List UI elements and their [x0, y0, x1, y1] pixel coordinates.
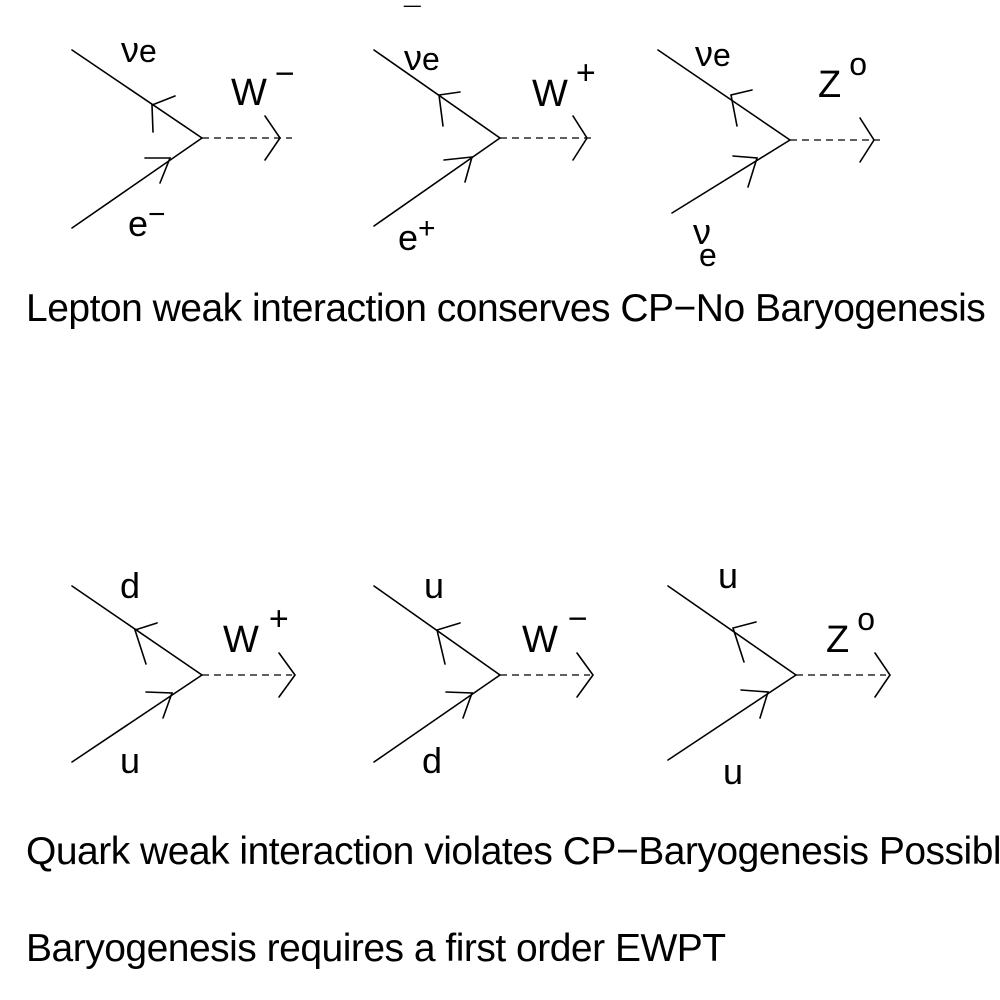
label-boson: W+ [532, 54, 596, 115]
fermion-line-bottom [373, 137, 501, 227]
arrow-bottom [145, 691, 174, 719]
label-boson: W+ [223, 600, 289, 661]
label-top: u [424, 565, 444, 606]
arrow-top [730, 89, 753, 127]
boson-arrow [859, 117, 875, 163]
fermion-line-top [71, 585, 203, 676]
quark-vertex-w-plus: d u W+ [71, 565, 296, 781]
arrow-top [133, 622, 158, 665]
label-boson: W− [522, 600, 588, 661]
boson-arrow [576, 652, 594, 698]
arrow-top [436, 622, 461, 665]
boson-arrow [278, 652, 296, 698]
label-bottom: e+ [398, 212, 436, 258]
quark-vertex-w-minus: u d W− [373, 565, 594, 781]
arrow-bottom [740, 689, 770, 719]
fermion-line-bottom [71, 137, 203, 229]
fermion-line-bottom [667, 674, 797, 761]
label-bottom: d [422, 740, 442, 781]
boson-arrow [572, 115, 588, 161]
fermion-line-bottom [373, 674, 501, 763]
lepton-caption: Lepton weak interaction conserves CP−No … [26, 287, 986, 330]
label-top: u [718, 555, 738, 596]
label-bottom: u [120, 740, 140, 781]
fermion-line-top [71, 49, 203, 139]
label-top: νe [404, 37, 440, 78]
fermion-line-top [657, 49, 791, 141]
label-top-bar: ¯ [403, 2, 421, 35]
boson-arrow [264, 115, 281, 161]
arrow-top [438, 91, 461, 127]
label-top: νe [695, 33, 731, 74]
lepton-vertex-w-plus: ¯ νe e+ W+ [373, 2, 596, 258]
boson-arrow [874, 652, 891, 698]
arrow-bottom [445, 691, 474, 719]
fermion-line-top [667, 585, 797, 676]
label-top: d [120, 565, 140, 606]
fermion-line-bottom [671, 139, 791, 214]
label-top: νe [121, 29, 157, 70]
label-bottom: e− [128, 198, 166, 244]
lepton-vertex-w-minus: νe e− W− [71, 29, 295, 244]
arrow-top [731, 621, 757, 663]
footer-caption: Baryogenesis requires a first order EWPT [26, 927, 726, 970]
arrow-bottom [732, 155, 759, 188]
arrow-bottom [144, 157, 172, 184]
label-bottom: u [723, 751, 743, 792]
quark-caption: Quark weak interaction violates CP−Baryo… [26, 830, 1000, 873]
fermion-line-top [373, 49, 501, 139]
arrow-top [151, 95, 176, 133]
fermion-line-bottom [71, 674, 203, 763]
arrow-bottom [443, 156, 474, 183]
label-boson: W− [231, 55, 295, 114]
